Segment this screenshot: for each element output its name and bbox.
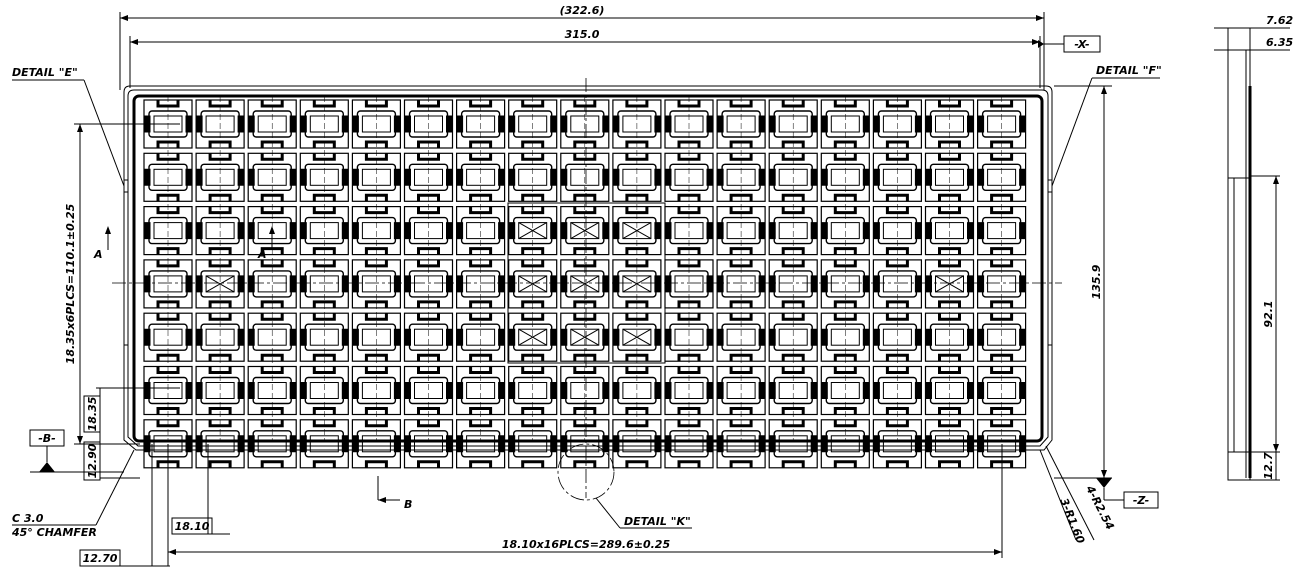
pocket: [716, 365, 766, 416]
detail-labels: DETAIL "E" DETAIL "F" DETAIL "K": [12, 64, 1162, 529]
detail-e-label: DETAIL "E": [12, 66, 78, 79]
pocket: [403, 419, 454, 469]
pocket: [612, 419, 662, 469]
side-mid-dim: 92.1: [1262, 300, 1275, 327]
col-pitch-dim: 18.10: [175, 520, 210, 533]
section-a-label: A: [93, 248, 103, 261]
pocket: [872, 259, 923, 309]
chamfer-label-1: C 3.0: [12, 512, 44, 525]
top-dimensions: (322.6) 315.0 -X-: [119, 4, 1101, 90]
pocket: [612, 259, 662, 309]
pocket: [976, 419, 1027, 469]
height-dim: 135.9: [1090, 264, 1103, 299]
pocket: [716, 312, 766, 362]
section-a2-label: A: [257, 248, 267, 261]
row-pitch-dim: 18.35: [86, 396, 99, 431]
side-view: 7.62 6.35 92.1 12.7: [1214, 14, 1293, 481]
pocket-grid: [143, 96, 1027, 469]
pocket: [299, 312, 349, 362]
right-dimensions: 135.9 -Z- 4-R2.54 3-R1.60: [1039, 85, 1159, 546]
pocket: [924, 365, 975, 416]
tray-outline: [123, 85, 1053, 451]
detail-k-label: DETAIL "K": [624, 515, 691, 528]
detail-k-circle: [557, 443, 615, 501]
chamfer-label-2: 45° CHAMFER: [11, 526, 97, 539]
pocket: [195, 259, 245, 309]
side-total-dim: 7.62: [1266, 14, 1293, 27]
pocket: [664, 419, 714, 469]
pocket: [612, 99, 662, 149]
pocket: [508, 419, 558, 469]
pocket: [820, 259, 870, 309]
section-b-label: B: [404, 498, 412, 511]
pocket: [456, 152, 506, 202]
pocket: [820, 419, 870, 469]
detail-f-label: DETAIL "F": [1096, 64, 1162, 77]
pocket: [456, 419, 506, 469]
pocket: [143, 312, 193, 362]
corner-radius-inner-dim: 3-R1.60: [1057, 496, 1087, 546]
width-dim: 315.0: [565, 28, 600, 41]
side-step-dim: 6.35: [1266, 36, 1293, 49]
datum-b: -B-: [38, 432, 56, 445]
pocket: [872, 419, 923, 469]
pocket: [351, 419, 401, 469]
left-dimensions: 18.35x6PLCS=110.1±0.25 18.35 12.90 -B- A…: [11, 123, 275, 539]
centerlines: [112, 78, 1062, 498]
pocket: [924, 419, 975, 469]
bottom-offset-dim: 12.90: [86, 443, 99, 478]
corner-radius-outer-dim: 4-R2.54: [1083, 483, 1117, 532]
pocket: [195, 152, 245, 202]
pocket: [924, 312, 975, 362]
datum-x: -X-: [1074, 38, 1089, 51]
pocket: [195, 419, 245, 469]
side-bottom-dim: 12.7: [1262, 452, 1275, 479]
pocket: [508, 312, 558, 362]
overall-width-dim: (322.6): [560, 4, 605, 17]
datum-z: -Z-: [1133, 494, 1149, 507]
pocket: [299, 419, 349, 469]
col-pitch-total-dim: 18.10x16PLCS=289.6±0.25: [502, 538, 671, 551]
pocket: [716, 419, 766, 469]
pocket: [247, 419, 297, 469]
row-pitch-total-dim: 18.35x6PLCS=110.1±0.25: [64, 203, 77, 364]
pocket: [560, 419, 610, 469]
detail-block: [507, 202, 666, 364]
pocket: [768, 419, 818, 469]
pocket: [820, 365, 870, 416]
bottom-dimensions: 18.10 12.70 18.10x16PLCS=289.6±0.25 B: [79, 444, 1003, 567]
left-offset-dim: 12.70: [83, 552, 118, 565]
